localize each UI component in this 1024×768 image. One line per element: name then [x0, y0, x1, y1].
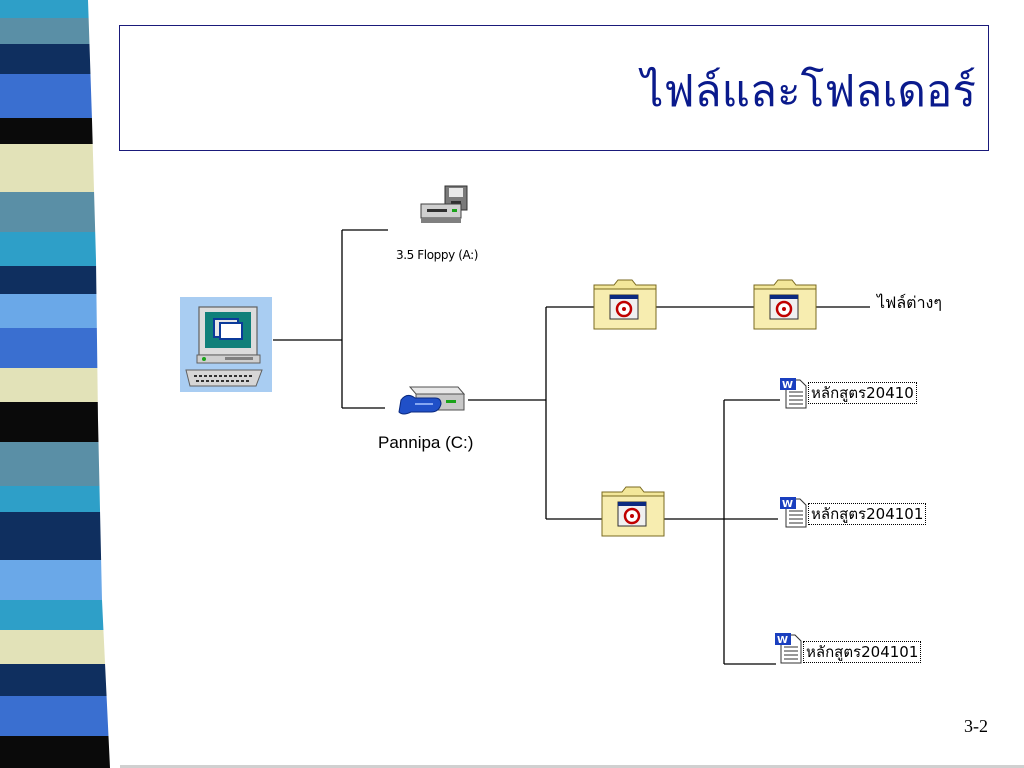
- floppy-drive-label: 3.5 Floppy (A:): [396, 248, 479, 262]
- folder-icon[interactable]: [601, 486, 665, 537]
- slide-title: ไฟล์และโฟลเดอร์: [641, 67, 976, 116]
- svg-text:W: W: [782, 499, 793, 510]
- hard-drive-label: Pannipa (C:): [378, 433, 474, 452]
- bottom-divider: [120, 765, 1024, 768]
- word-document-icon[interactable]: W: [775, 633, 802, 664]
- tree-connectors: [273, 229, 870, 665]
- title-frame: ไฟล์และโฟลเดอร์: [119, 25, 989, 151]
- shared-hard-drive-icon[interactable]: [398, 386, 466, 415]
- document-label[interactable]: หลักสูตร204101: [808, 503, 927, 525]
- document-label[interactable]: หลักสูตร204101: [803, 641, 922, 663]
- computer-icon[interactable]: [180, 297, 272, 392]
- svg-text:W: W: [777, 635, 788, 646]
- page-number: 3-2: [964, 716, 988, 736]
- word-document-icon[interactable]: W: [780, 497, 807, 528]
- floppy-drive-icon[interactable]: [420, 185, 468, 223]
- folder-icon[interactable]: [753, 279, 817, 330]
- word-document-icon[interactable]: W: [780, 378, 807, 409]
- svg-text:W: W: [782, 380, 793, 391]
- files-label: ไฟล์ต่างๆ: [877, 295, 942, 312]
- decorative-stripe-bar: [0, 0, 110, 768]
- folder-icon[interactable]: [593, 279, 657, 330]
- document-label[interactable]: หลักสูตร20410: [808, 382, 917, 404]
